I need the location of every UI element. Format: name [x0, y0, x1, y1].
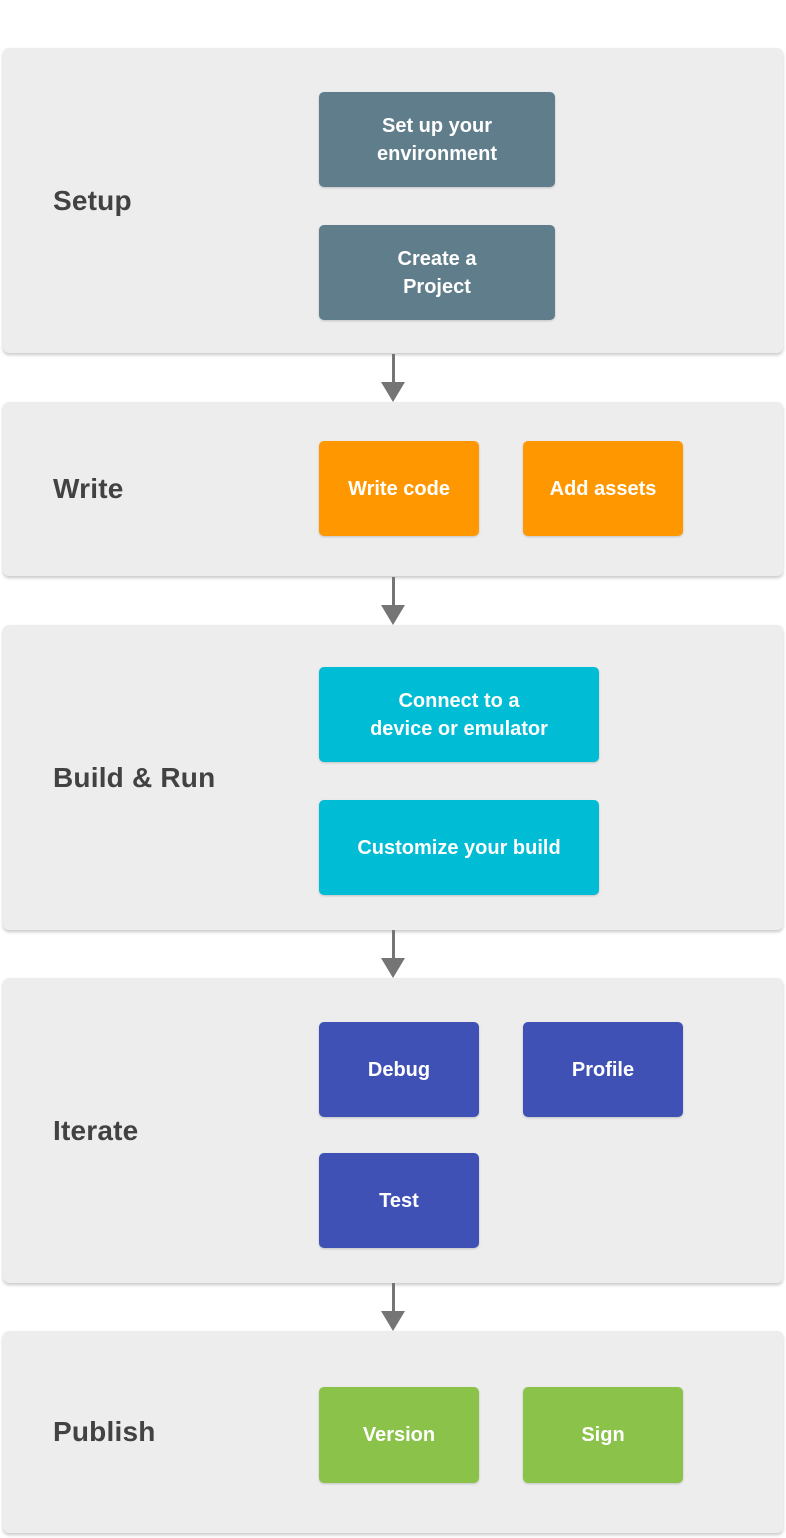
- button-set-up-environment[interactable]: Set up your environment: [319, 92, 555, 187]
- flow-arrow-setup-to-write: [381, 354, 405, 402]
- section-label-setup: Setup: [53, 184, 132, 216]
- button-test[interactable]: Test: [319, 1153, 479, 1248]
- button-profile[interactable]: Profile: [523, 1022, 683, 1117]
- button-debug[interactable]: Debug: [319, 1022, 479, 1117]
- button-version[interactable]: Version: [319, 1387, 479, 1483]
- button-sign[interactable]: Sign: [523, 1387, 683, 1483]
- flow-arrow-build-to-iterate: [381, 930, 405, 978]
- arrow-line: [391, 354, 395, 382]
- flow-arrow-write-to-build: [381, 577, 405, 625]
- section-label-write: Write: [53, 473, 124, 504]
- section-write: Write Write code Add assets: [3, 402, 783, 576]
- button-write-code[interactable]: Write code: [319, 441, 479, 536]
- arrow-down-icon: [381, 958, 405, 978]
- arrow-line: [391, 1283, 395, 1311]
- arrow-down-icon: [381, 382, 405, 402]
- button-add-assets[interactable]: Add assets: [523, 441, 683, 536]
- section-label-publish: Publish: [53, 1416, 156, 1447]
- section-build-run: Build & Run Connect to a device or emula…: [3, 625, 783, 930]
- section-iterate: Iterate Debug Profile Test: [3, 978, 783, 1283]
- section-setup: Setup Set up your environment Create a P…: [3, 48, 783, 353]
- button-customize-build[interactable]: Customize your build: [319, 800, 599, 895]
- section-publish: Publish Version Sign: [3, 1331, 783, 1533]
- arrow-line: [391, 577, 395, 605]
- button-create-project[interactable]: Create a Project: [319, 225, 555, 320]
- flow-arrow-iterate-to-publish: [381, 1283, 405, 1331]
- section-label-iterate: Iterate: [53, 1114, 139, 1146]
- arrow-down-icon: [381, 605, 405, 625]
- arrow-down-icon: [381, 1311, 405, 1331]
- button-connect-device-emulator[interactable]: Connect to a device or emulator: [319, 667, 599, 762]
- section-label-build-run: Build & Run: [53, 761, 216, 793]
- arrow-line: [391, 930, 395, 958]
